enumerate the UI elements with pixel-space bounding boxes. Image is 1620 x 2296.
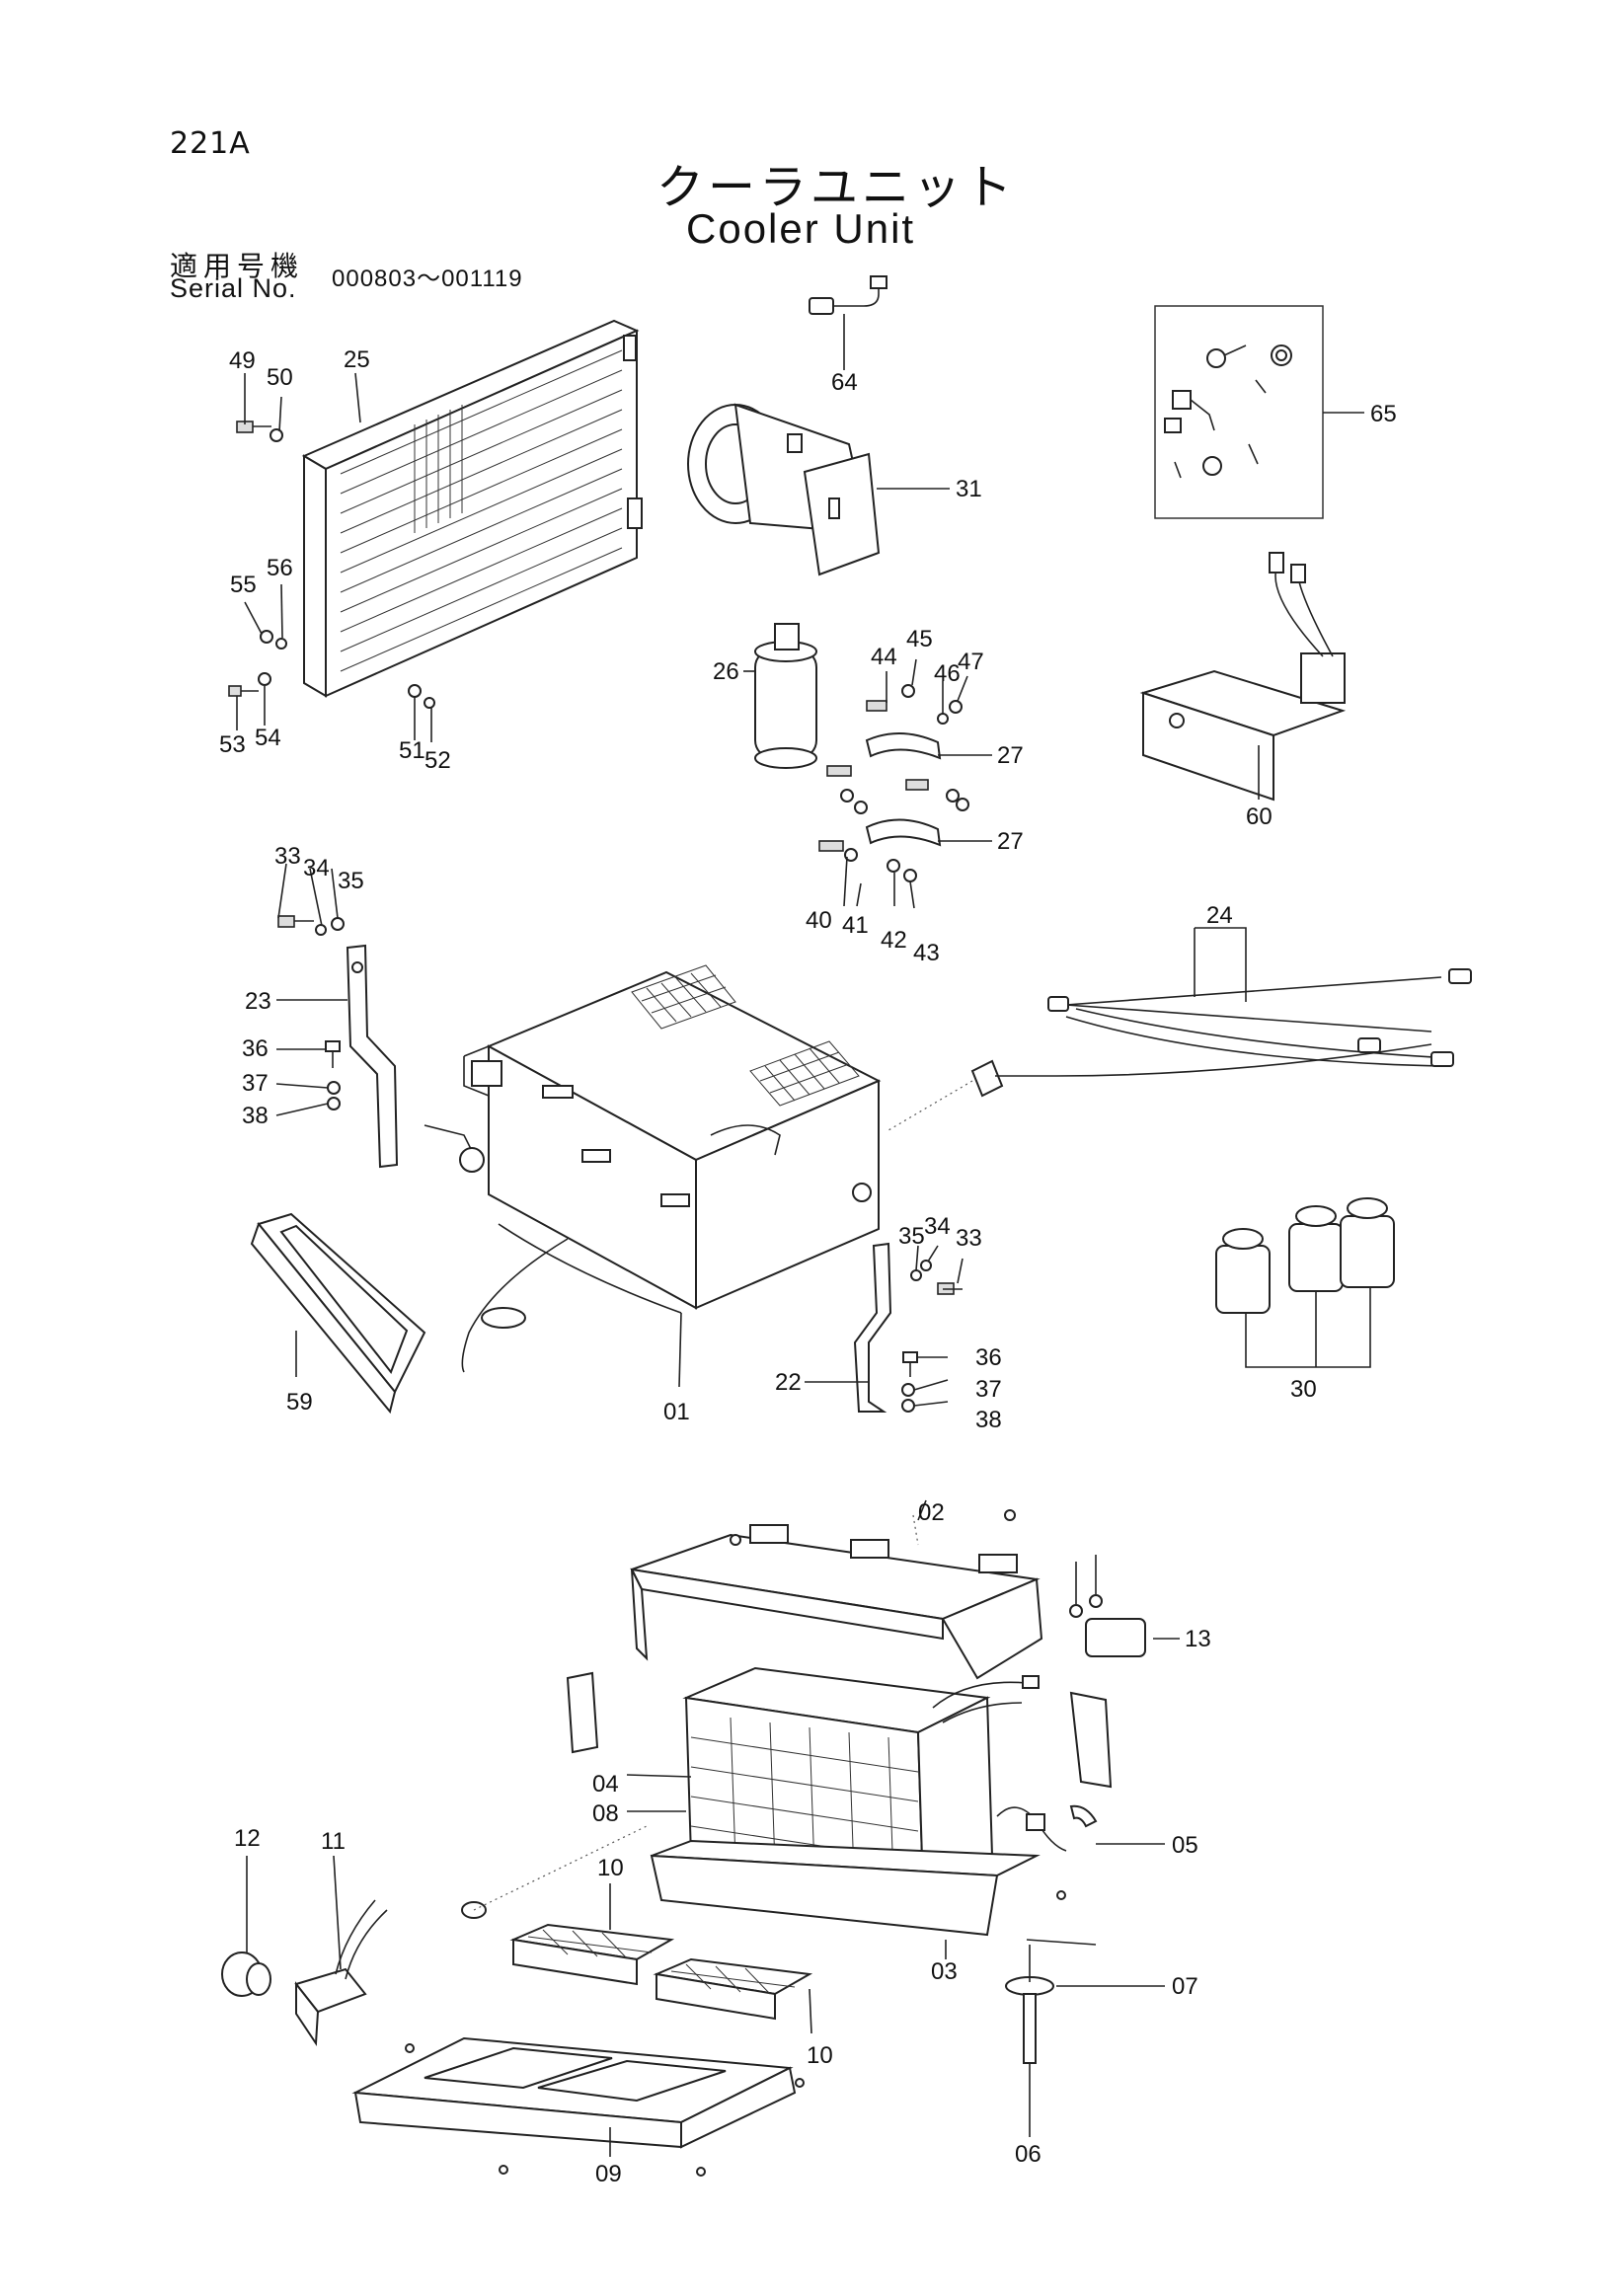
page-code: 221A (170, 126, 251, 161)
callout-43: 43 (913, 940, 940, 966)
callout-34-left: 34 (303, 855, 330, 881)
callout-60: 60 (1246, 804, 1273, 830)
callout-06: 06 (1015, 2141, 1041, 2168)
callout-10-top: 10 (597, 1855, 624, 1881)
callout-37-right: 37 (975, 1376, 1002, 1403)
hose-fitting-icon (809, 275, 887, 315)
callout-34-right: 34 (924, 1213, 951, 1240)
callout-64: 64 (831, 369, 858, 396)
callout-52: 52 (424, 747, 451, 774)
callout-36-left: 36 (242, 1035, 269, 1062)
callout-01: 01 (663, 1399, 690, 1425)
callout-11: 11 (321, 1828, 346, 1855)
callout-25: 25 (344, 346, 370, 373)
callout-05: 05 (1172, 1832, 1198, 1859)
callout-40: 40 (806, 907, 832, 934)
serial-label-japanese: 適用号機 (170, 250, 305, 282)
callout-02: 02 (918, 1499, 945, 1526)
blower-motor-icon (221, 1899, 388, 2047)
callout-13: 13 (1185, 1626, 1211, 1652)
cover-icon (250, 1212, 426, 1415)
title-english: Cooler Unit (686, 205, 916, 252)
callout-numbers: 02 03 04 05 06 07 08 09 10 10 11 12 13 0… (219, 346, 1397, 2187)
callout-35-left: 35 (338, 868, 364, 894)
callout-08: 08 (592, 1800, 619, 1827)
callout-26: 26 (713, 658, 739, 685)
callout-30: 30 (1290, 1376, 1317, 1403)
callout-36-right: 36 (975, 1344, 1002, 1371)
callout-09: 09 (595, 2161, 622, 2187)
cooler-unit-icon (424, 964, 882, 1373)
callout-31: 31 (956, 476, 982, 502)
callout-27-top: 27 (997, 742, 1024, 769)
wire-harness-icon (887, 968, 1472, 1131)
evaporator-icon (566, 1666, 1113, 1892)
callout-51: 51 (399, 737, 425, 764)
thermostat-icon (996, 1804, 1098, 1852)
callout-65: 65 (1370, 401, 1397, 427)
callout-49: 49 (229, 347, 256, 374)
callout-44: 44 (871, 644, 897, 670)
air-filter-icon (461, 1825, 813, 2021)
upper-case-icon (630, 1509, 1043, 1680)
drain-hose-icon (1005, 1945, 1054, 2064)
callout-41: 41 (842, 912, 869, 939)
bolt-icon (228, 421, 435, 709)
resistor-icon (1069, 1555, 1146, 1657)
bracket-icon (818, 684, 969, 882)
serial-label-english: Serial No. (170, 273, 297, 303)
callout-38-right: 38 (975, 1407, 1002, 1433)
leader-lines (236, 314, 1364, 2157)
callout-45: 45 (906, 626, 933, 652)
callout-53: 53 (219, 731, 246, 758)
callout-38-left: 38 (242, 1103, 269, 1129)
serial-range: 000803～001119 (332, 266, 523, 292)
callout-47: 47 (958, 649, 984, 675)
relay-bracket-icon (1139, 552, 1347, 802)
condenser-icon (301, 319, 643, 698)
callout-03: 03 (931, 1958, 958, 1985)
hose-clamp-kit-icon (1154, 305, 1324, 519)
callout-10-bottom: 10 (807, 2042, 833, 2069)
callout-42: 42 (881, 927, 907, 954)
callout-33-right: 33 (956, 1225, 982, 1252)
callout-50: 50 (267, 364, 293, 391)
callout-23: 23 (245, 988, 271, 1015)
callout-37-left: 37 (242, 1070, 269, 1097)
callout-12: 12 (234, 1825, 261, 1852)
callout-54: 54 (255, 725, 281, 751)
drain-tray-icon (650, 1839, 1097, 1946)
callout-24: 24 (1206, 902, 1233, 929)
lower-case-icon (351, 2036, 805, 2177)
callout-04: 04 (592, 1771, 619, 1798)
callout-27-bottom: 27 (997, 828, 1024, 855)
receiver-drier-icon (754, 623, 817, 769)
title-japanese: クーラユニット (656, 160, 1017, 215)
callout-55: 55 (230, 572, 257, 598)
callout-07: 07 (1172, 1973, 1198, 2000)
callout-46: 46 (934, 660, 961, 687)
callout-22: 22 (775, 1369, 802, 1396)
callout-59: 59 (286, 1389, 313, 1416)
callout-35-right: 35 (898, 1223, 925, 1250)
callout-33-left: 33 (274, 843, 301, 870)
compressor-icon (687, 403, 881, 576)
relay-icon (1215, 1197, 1395, 1368)
callout-56: 56 (267, 555, 293, 581)
